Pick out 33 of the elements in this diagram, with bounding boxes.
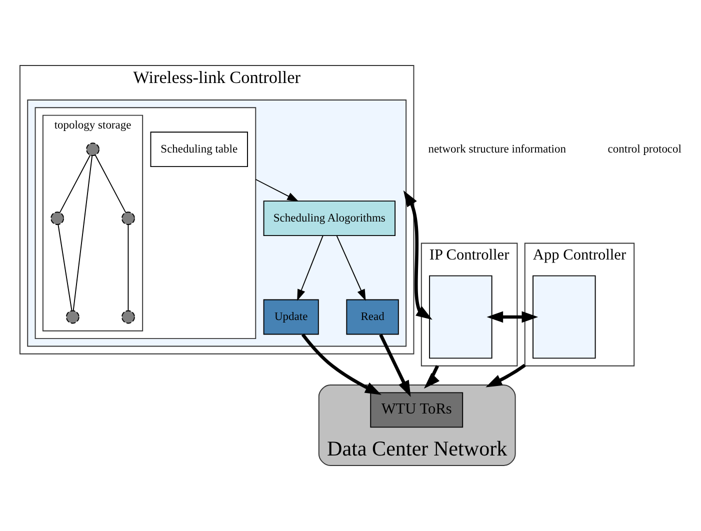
connector xyxy=(58,224,72,311)
arrow xyxy=(301,333,382,395)
cluster: topology storage xyxy=(42,114,144,332)
node-box: Update xyxy=(263,299,319,335)
connector xyxy=(94,154,126,214)
arrow xyxy=(403,190,432,320)
connector xyxy=(128,224,129,311)
cluster xyxy=(34,107,256,340)
node-circle xyxy=(66,310,80,324)
node-box: Read xyxy=(346,299,399,335)
cluster: App Controller xyxy=(524,242,635,366)
connector xyxy=(72,155,93,312)
arrow xyxy=(297,235,324,301)
cluster xyxy=(27,100,407,347)
arrow xyxy=(486,311,538,323)
arrow xyxy=(424,365,440,389)
connector xyxy=(59,154,91,214)
label: network structure information xyxy=(428,143,566,156)
node-box: Scheduling Alogorithms xyxy=(263,200,396,236)
arrow xyxy=(336,235,366,301)
label: control protocol xyxy=(608,143,682,156)
arrow xyxy=(486,364,526,388)
cluster: IP Controller xyxy=(420,242,518,366)
node-circle xyxy=(50,212,64,226)
arrow xyxy=(255,178,299,202)
node-circle xyxy=(86,142,100,156)
node-box xyxy=(532,275,596,359)
node-box: WTU ToRs xyxy=(370,392,464,428)
arrow xyxy=(379,334,411,397)
node-box: Scheduling table xyxy=(150,132,248,168)
node-box xyxy=(429,275,492,359)
node-circle xyxy=(122,212,135,226)
node-circle xyxy=(122,310,135,324)
